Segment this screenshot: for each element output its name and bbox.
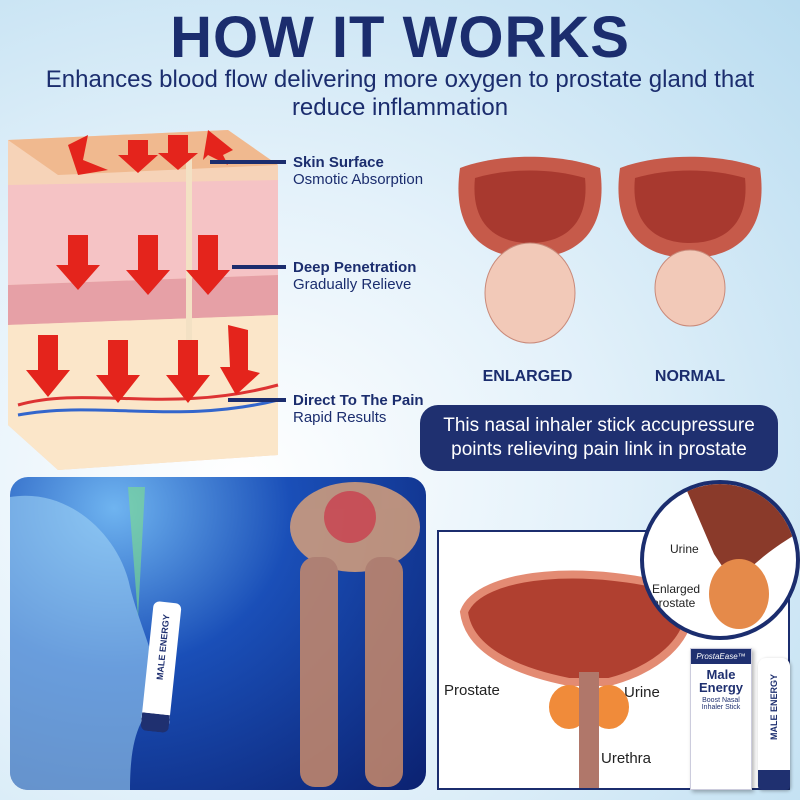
pointer-line [228,398,286,402]
enlarged-prostate-illustration [458,156,602,344]
normal-prostate-illustration [618,156,762,327]
product-stick: MALE ENERGY [758,658,790,790]
circle-urine-label: Urine [670,542,699,556]
nasal-inhaler-panel: MALE ENERGY [10,477,426,790]
urine-label: Urine [624,684,660,701]
skeleton-legs [290,482,420,787]
red-arrows [26,130,260,403]
page-title: HOW IT WORKS [170,5,630,70]
enlarged-label: ENLARGED [482,368,573,385]
zoom-circle: Urine Enlarged prostate [640,480,800,640]
pointer-line [232,265,286,269]
callout-banner: This nasal inhaler stick accupressure po… [420,405,778,471]
face-and-body-illustration [10,482,420,790]
skin-layers-illustration [8,130,279,470]
urethra-label: Urethra [601,750,652,767]
normal-label: NORMAL [654,368,726,385]
prostate-label: Prostate [444,682,500,699]
product-box: ProstaEase™ Male Energy Boost Nasal Inha… [690,648,752,790]
pointer-line [210,160,286,164]
circle-enlarged-label: Enlarged prostate [652,582,701,610]
subtitle: Enhances blood flow delivering more oxyg… [45,66,755,121]
